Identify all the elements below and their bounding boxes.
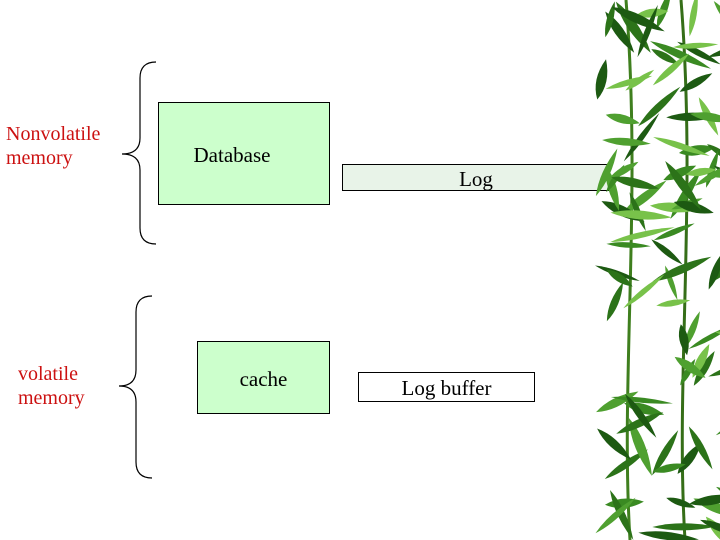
bamboo-leaf bbox=[623, 112, 660, 162]
bamboo-leaf bbox=[606, 282, 624, 322]
bamboo-leaf bbox=[665, 160, 702, 210]
bamboo-leaf bbox=[597, 428, 632, 460]
database-label: Database bbox=[193, 143, 271, 167]
nonvolatile-memory-label: Nonvolatile memory bbox=[6, 122, 100, 170]
bamboo-leaves-decoration bbox=[595, 0, 720, 540]
bamboo-leaf bbox=[673, 42, 719, 49]
bamboo-leaf bbox=[700, 519, 720, 537]
bamboo-leaf bbox=[610, 489, 634, 540]
bamboo-leaf bbox=[625, 393, 657, 438]
bamboo-leaf bbox=[602, 137, 651, 146]
bamboo-leaf bbox=[610, 227, 675, 243]
bamboo-leaf bbox=[656, 0, 671, 29]
nonvolatile-label-line1: Nonvolatile bbox=[6, 123, 101, 145]
log-label: Log bbox=[459, 167, 493, 191]
bamboo-leaf bbox=[694, 163, 720, 186]
bamboo-leaf bbox=[605, 166, 620, 211]
bamboo-leaf bbox=[666, 497, 696, 508]
bamboo-leaf bbox=[616, 412, 664, 434]
bamboo-leaf bbox=[689, 0, 698, 37]
bamboo-leaf bbox=[606, 164, 625, 193]
bamboo-leaf bbox=[715, 400, 720, 436]
database-box: Database bbox=[158, 102, 330, 205]
nonvolatile-brace bbox=[121, 61, 157, 245]
bamboo-leaf bbox=[693, 351, 715, 386]
bamboo-leaf bbox=[713, 1, 720, 35]
cache-label: cache bbox=[239, 367, 288, 391]
log-buffer-box: Log buffer bbox=[358, 372, 535, 402]
bamboo-leaf bbox=[652, 523, 716, 531]
bamboo-leaf bbox=[610, 396, 673, 404]
bamboo-leaf bbox=[678, 324, 689, 356]
bamboo-leaf bbox=[688, 324, 720, 349]
bamboo-leaf bbox=[689, 494, 720, 506]
bamboo-leaf bbox=[606, 269, 633, 287]
volatile-label-line1: volatile bbox=[18, 363, 78, 385]
log-buffer-label: Log buffer bbox=[401, 375, 492, 400]
nonvolatile-label-line2: memory bbox=[6, 147, 73, 169]
bamboo-leaf bbox=[628, 417, 652, 477]
volatile-brace bbox=[118, 295, 153, 479]
bamboo-leaf bbox=[679, 73, 713, 92]
volatile-memory-label: volatile memory bbox=[18, 362, 85, 410]
bamboo-leaf bbox=[605, 1, 615, 38]
bamboo-leaf bbox=[685, 167, 717, 177]
bamboo-leaf bbox=[636, 8, 669, 18]
bamboo-leaf bbox=[605, 113, 640, 125]
bamboo-leaf bbox=[688, 426, 713, 470]
bamboo-leaf bbox=[638, 531, 699, 540]
bamboo-leaf bbox=[604, 449, 649, 479]
bamboo-leaf bbox=[652, 53, 690, 86]
bamboo-leaf bbox=[684, 311, 700, 349]
bamboo-leaf bbox=[638, 86, 681, 127]
bamboo-leaf bbox=[606, 242, 651, 248]
bamboo-leaf bbox=[625, 69, 655, 91]
bamboo-leaf bbox=[690, 112, 720, 123]
bamboo-leaf bbox=[680, 358, 696, 386]
bamboo-leaf bbox=[609, 161, 639, 179]
bamboo-leaf bbox=[651, 49, 680, 65]
bamboo-leaf bbox=[677, 442, 701, 474]
bamboo-leaf bbox=[610, 210, 672, 220]
bamboo-leaf bbox=[653, 223, 695, 241]
bamboo-leaf bbox=[652, 463, 686, 473]
bamboo-leaf bbox=[637, 4, 658, 58]
bamboo-leaf bbox=[595, 59, 608, 100]
bamboo-leaf bbox=[652, 256, 712, 282]
bamboo-leaf bbox=[611, 176, 660, 189]
bamboo-leaf bbox=[623, 274, 665, 309]
cache-box: cache bbox=[197, 341, 330, 414]
bamboo-leaf bbox=[650, 41, 712, 69]
bamboo-leaf bbox=[595, 497, 636, 534]
bamboo-leaf bbox=[708, 252, 720, 290]
bamboo-leaf bbox=[656, 299, 691, 307]
bamboo-leaf bbox=[663, 165, 697, 181]
bamboo-leaf bbox=[653, 136, 710, 156]
bamboo-leaf bbox=[673, 200, 714, 214]
bamboo-leaf bbox=[674, 356, 706, 378]
bamboo-leaf bbox=[651, 239, 683, 265]
bamboo-leaf bbox=[596, 391, 639, 413]
log-box: Log bbox=[342, 164, 610, 191]
bamboo-leaf bbox=[652, 430, 679, 476]
volatile-label-line2: memory bbox=[18, 387, 85, 409]
bamboo-leaf bbox=[707, 43, 720, 58]
